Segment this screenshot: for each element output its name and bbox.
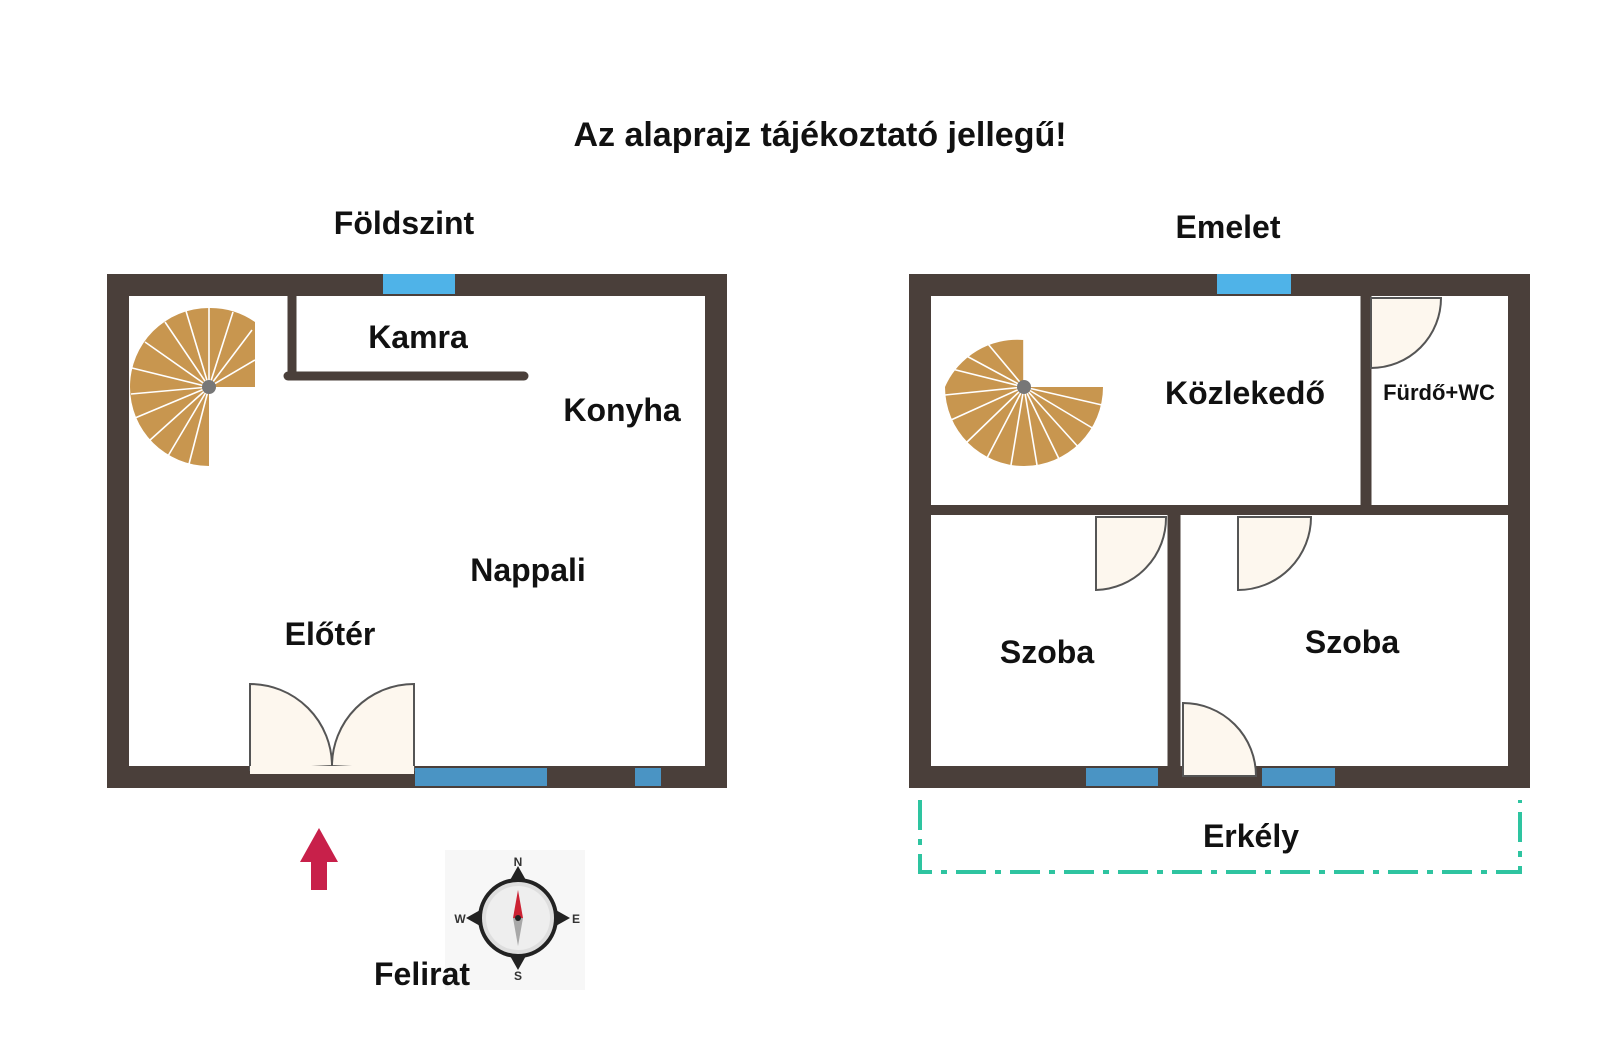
compass-s-label: S xyxy=(514,969,522,983)
upper-floor-heading: Emelet xyxy=(1176,209,1281,245)
balcony-outline xyxy=(918,800,1522,874)
compass-w-label: W xyxy=(454,912,466,926)
compass-n-label: N xyxy=(514,855,523,869)
ground-floor-plan: Földszint xyxy=(107,205,727,788)
entrance-door-threshold xyxy=(250,766,414,774)
legend-caption: Felirat xyxy=(374,956,470,992)
ground-bottom-window-large xyxy=(415,768,547,786)
room-label-szoba-right: Szoba xyxy=(1305,624,1399,660)
compass-icon: N S W E xyxy=(445,850,585,990)
ground-bottom-window-small xyxy=(635,768,661,786)
bedroom-right-door xyxy=(1237,516,1313,592)
compass-e-label: E xyxy=(572,912,580,926)
room-label-furdo: Fürdő+WC xyxy=(1383,380,1495,405)
entrance-door-right-leaf xyxy=(330,682,415,772)
room-label-nappali: Nappali xyxy=(470,552,586,588)
room-label-konyha: Konyha xyxy=(563,392,681,428)
upper-spiral-stair-icon xyxy=(944,339,1103,466)
ground-floor-heading: Földszint xyxy=(334,205,475,241)
bathroom-door xyxy=(1370,297,1443,370)
upper-top-window xyxy=(1217,274,1291,294)
upper-bottom-window-left xyxy=(1086,768,1158,786)
room-label-szoba-left: Szoba xyxy=(1000,634,1094,670)
ground-top-window xyxy=(383,274,455,294)
upper-bottom-window-right xyxy=(1262,768,1335,786)
entrance-arrow-icon xyxy=(300,828,338,890)
room-label-kamra: Kamra xyxy=(368,319,468,355)
balcony-door xyxy=(1182,701,1258,777)
room-label-erkely: Erkély xyxy=(1203,818,1299,854)
entrance-door-left-leaf xyxy=(249,682,334,772)
page-title: Az alaprajz tájékoztató jellegű! xyxy=(573,116,1066,154)
ground-spiral-stair-icon xyxy=(130,307,256,466)
room-label-kozlekedo: Közlekedő xyxy=(1165,375,1325,411)
bedroom-left-door xyxy=(1095,516,1168,592)
upper-floor-plan: Emelet xyxy=(909,209,1530,874)
room-label-eloter: Előtér xyxy=(285,616,376,652)
